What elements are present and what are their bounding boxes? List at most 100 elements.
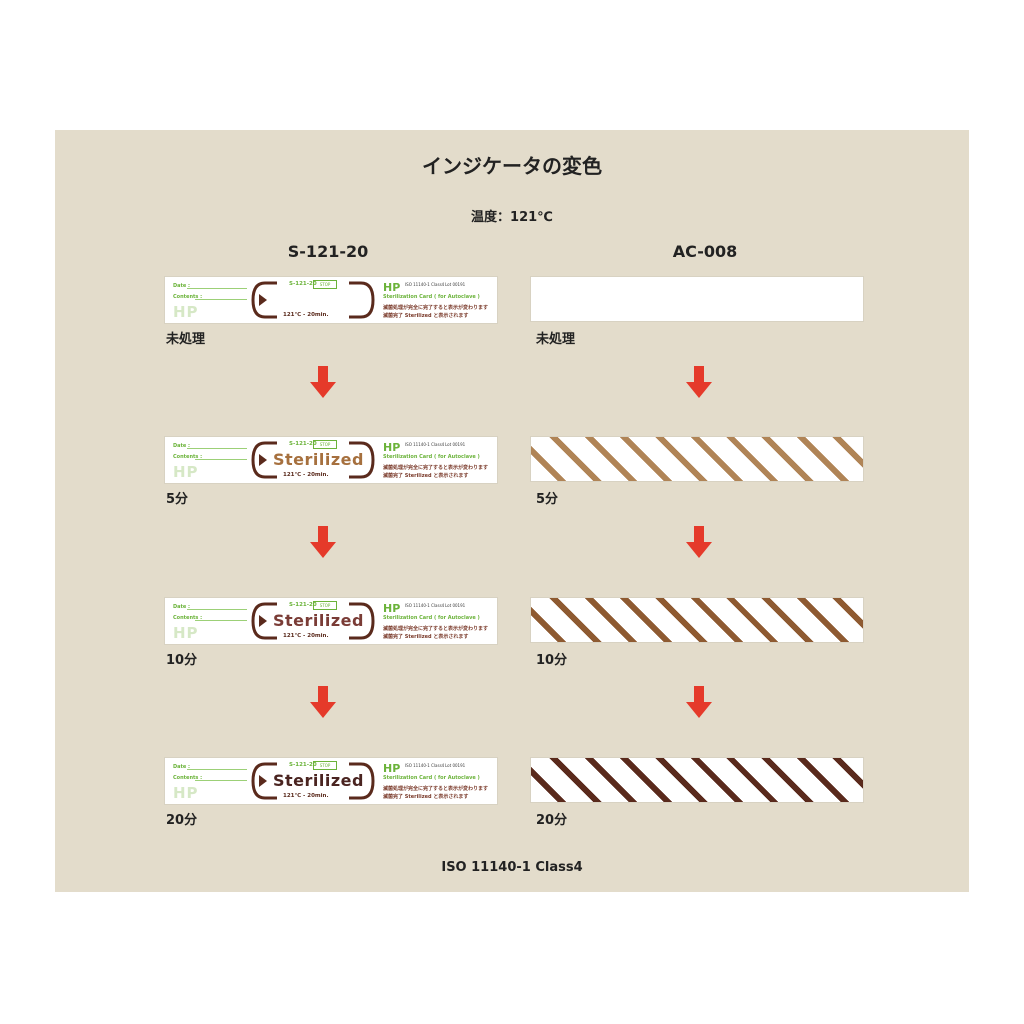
card-indicator-frame: [251, 762, 375, 800]
stage-label-left: 10分: [166, 653, 198, 668]
down-arrow-icon: [310, 526, 336, 558]
card-date-line: [187, 769, 247, 770]
card-sterilization-title: Sterilization Card ( for Autoclave ): [383, 454, 480, 460]
stage-label-right: 10分: [536, 653, 568, 668]
card-stop-box: STOP: [313, 761, 337, 770]
indicator-strip-ac-008: [530, 436, 864, 482]
card-code: S-121-20: [289, 602, 317, 608]
card-code: S-121-20: [289, 281, 317, 287]
column-header-ac-008: AC-008: [672, 242, 738, 261]
frame-bracket: [251, 762, 375, 800]
card-contents-label: Contents :: [173, 454, 203, 460]
stage-label-right: 未処理: [536, 332, 576, 347]
card-hp-small: HP: [383, 281, 401, 294]
card-sterilization-title: Sterilization Card ( for Autoclave ): [383, 615, 480, 621]
card-hp-small: HP: [383, 602, 401, 615]
stage-label-left: 未処理: [166, 332, 206, 347]
indicator-strip-ac-008: [530, 597, 864, 643]
card-temp-time: 121℃ - 20min.: [283, 633, 329, 639]
card-jp-note-1: 滅菌処理が完全に完了すると表示が変わります: [383, 465, 489, 471]
indicator-strip-ac-008: [530, 757, 864, 803]
arrow-shape: [686, 526, 712, 558]
frame-triangle-icon: [259, 615, 267, 627]
down-arrow-icon: [686, 366, 712, 398]
card-contents-label: Contents :: [173, 294, 203, 300]
card-lot: Lot 00191: [445, 442, 466, 447]
card-lot: Lot 00191: [445, 763, 466, 768]
card-temp-time: 121℃ - 20min.: [283, 472, 329, 478]
card-iso: ISO 11140-1 Class4: [405, 282, 445, 287]
card-hp-logo: HP: [173, 463, 199, 481]
frame-triangle-icon: [259, 294, 267, 306]
card-date-line: [187, 609, 247, 610]
arrow-shape: [686, 366, 712, 398]
down-arrow-icon: [310, 366, 336, 398]
arrow-shape: [310, 526, 336, 558]
page-title: インジケータの変色: [422, 154, 602, 178]
card-jp-note-2: 滅菌完了 Sterilized と表示されます: [383, 473, 469, 479]
down-arrow-icon: [310, 686, 336, 718]
card-jp-note-1: 滅菌処理が完全に完了すると表示が変わります: [383, 786, 489, 792]
card-date-label: Date :: [173, 283, 191, 289]
arrow-shape: [686, 686, 712, 718]
footer-standard: ISO 11140-1 Class4: [441, 860, 583, 875]
stage-label-left: 20分: [166, 813, 198, 828]
stage-label-right: 5分: [536, 492, 559, 507]
card-jp-note-2: 滅菌完了 Sterilized と表示されます: [383, 313, 469, 319]
card-status-text: Sterilized: [273, 450, 364, 469]
card-temp-time: 121℃ - 20min.: [283, 793, 329, 799]
card-contents-line: [195, 780, 247, 781]
card-hp-small: HP: [383, 441, 401, 454]
card-date-label: Date :: [173, 604, 191, 610]
card-jp-note-2: 滅菌完了 Sterilized と表示されます: [383, 634, 469, 640]
indicator-strip-ac-008: [530, 276, 864, 322]
card-status-text: Sterilized: [273, 611, 364, 630]
down-arrow-icon: [686, 526, 712, 558]
card-indicator-frame: [251, 441, 375, 479]
card-contents-line: [195, 299, 247, 300]
card-indicator-frame: [251, 281, 375, 319]
card-code: S-121-20: [289, 762, 317, 768]
card-hp-logo: HP: [173, 624, 199, 642]
column-header-s-121-20: S-121-20: [287, 242, 369, 261]
card-jp-note-1: 滅菌処理が完全に完了すると表示が変わります: [383, 626, 489, 632]
card-contents-line: [195, 459, 247, 460]
card-iso: ISO 11140-1 Class4: [405, 603, 445, 608]
card-iso: ISO 11140-1 Class4: [405, 763, 445, 768]
card-contents-line: [195, 620, 247, 621]
card-hp-small: HP: [383, 762, 401, 775]
card-contents-label: Contents :: [173, 615, 203, 621]
card-jp-note-1: 滅菌処理が完全に完了すると表示が変わります: [383, 305, 489, 311]
card-lot: Lot 00191: [445, 282, 466, 287]
down-arrow-icon: [686, 686, 712, 718]
card-stop-box: STOP: [313, 601, 337, 610]
card-contents-label: Contents :: [173, 775, 203, 781]
card-iso: ISO 11140-1 Class4: [405, 442, 445, 447]
stage-label-left: 5分: [166, 492, 189, 507]
card-stop-box: STOP: [313, 280, 337, 289]
card-code: S-121-20: [289, 441, 317, 447]
frame-triangle-icon: [259, 454, 267, 466]
card-date-label: Date :: [173, 764, 191, 770]
arrow-shape: [310, 686, 336, 718]
card-date-label: Date :: [173, 443, 191, 449]
card-hp-logo: HP: [173, 303, 199, 321]
card-lot: Lot 00191: [445, 603, 466, 608]
frame-bracket: [251, 441, 375, 479]
card-sterilization-title: Sterilization Card ( for Autoclave ): [383, 775, 480, 781]
card-status-text: Sterilized: [273, 771, 364, 790]
card-sterilization-title: Sterilization Card ( for Autoclave ): [383, 294, 480, 300]
card-temp-time: 121℃ - 20min.: [283, 312, 329, 318]
card-stop-box: STOP: [313, 440, 337, 449]
temperature-label: 温度：121℃: [471, 210, 553, 225]
card-indicator-frame: [251, 602, 375, 640]
frame-triangle-icon: [259, 775, 267, 787]
stage-label-right: 20分: [536, 813, 568, 828]
card-hp-logo: HP: [173, 784, 199, 802]
frame-bracket: [251, 602, 375, 640]
arrow-shape: [310, 366, 336, 398]
